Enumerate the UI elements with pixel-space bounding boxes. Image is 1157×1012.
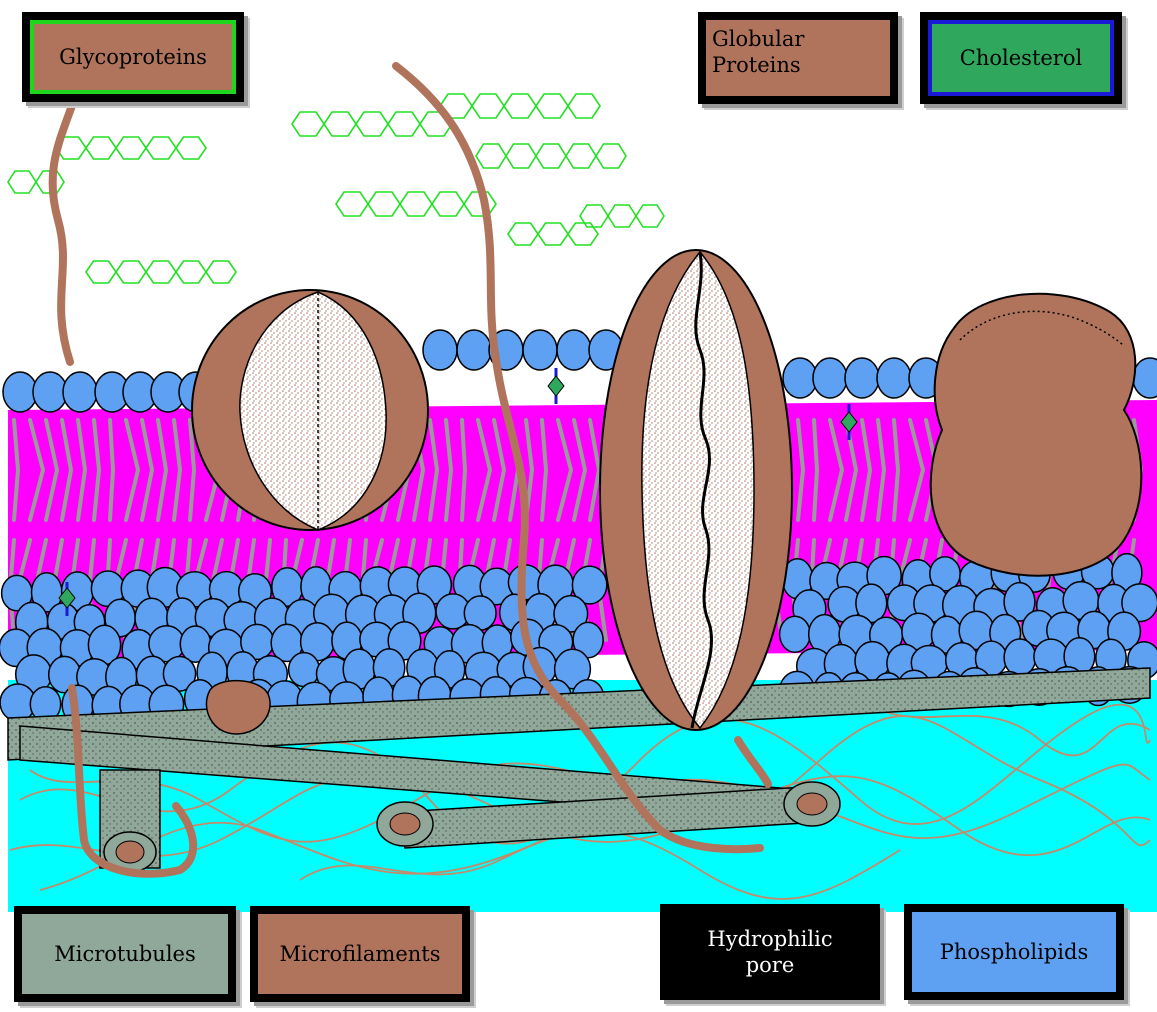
channel-protein-left — [192, 290, 428, 530]
phospholipid-head — [845, 358, 879, 398]
carbohydrate-ring — [292, 112, 324, 136]
cholesterol-button[interactable]: Cholesterol — [920, 12, 1122, 104]
carbohydrate-ring — [400, 192, 432, 216]
cholesterol-marker — [548, 368, 564, 404]
carbohydrate-ring — [116, 261, 146, 283]
phospholipid-head — [783, 358, 817, 398]
cholesterol-label: Cholesterol — [960, 45, 1082, 71]
carbohydrate-ring — [356, 112, 388, 136]
phospholipid-head — [63, 372, 97, 412]
glycoproteins-label: Glycoproteins — [59, 44, 207, 70]
carbohydrate-ring — [86, 137, 116, 159]
microtubules-button[interactable]: Microtubules — [14, 906, 236, 1002]
carbohydrate-ring — [508, 223, 538, 245]
hydrophilic-pore-button[interactable]: Hydrophilic pore — [660, 904, 880, 1000]
hydrophilic-pore-label: Hydrophilic pore — [707, 926, 832, 978]
phospholipid-head — [1133, 358, 1157, 398]
glycoproteins-button[interactable]: Glycoproteins — [22, 12, 244, 102]
channel-protein-pore — [600, 250, 792, 730]
phospholipid-head — [877, 358, 911, 398]
globular-protein-right — [931, 294, 1142, 576]
carbohydrate-ring — [432, 192, 464, 216]
carbohydrate-ring — [536, 94, 568, 118]
carbohydrate-ring — [476, 144, 506, 168]
microtubule-lumen — [116, 841, 144, 863]
phospholipids-button[interactable]: Phospholipids — [904, 904, 1124, 1000]
carbohydrate-ring — [566, 144, 596, 168]
carbohydrate-ring — [324, 112, 356, 136]
phospholipid-head — [457, 330, 491, 370]
globular-proteins-label: Globular Proteins — [712, 26, 804, 78]
carbohydrate-ring — [580, 205, 608, 227]
carbohydrate-ring — [506, 144, 536, 168]
carbohydrate-ring — [472, 94, 504, 118]
carbohydrate-ring — [568, 94, 600, 118]
phospholipid-head — [523, 330, 557, 370]
microfilaments-button[interactable]: Microfilaments — [250, 906, 470, 1002]
microfilaments-label: Microfilaments — [280, 941, 441, 967]
phospholipid-head — [33, 372, 67, 412]
phospholipid-head — [780, 616, 811, 652]
phospholipid-head — [3, 372, 37, 412]
carbohydrate-ring — [538, 223, 568, 245]
carbohydrate-ring — [368, 192, 400, 216]
carbohydrate-ring — [146, 261, 176, 283]
globular-proteins-button[interactable]: Globular Proteins — [698, 12, 898, 104]
microtubule-lumen — [390, 813, 420, 835]
phospholipid-head — [557, 330, 591, 370]
carbohydrate-ring — [504, 94, 536, 118]
phospholipids-label: Phospholipids — [940, 939, 1089, 965]
carbohydrate-ring — [116, 137, 146, 159]
carbohydrate-ring — [596, 144, 626, 168]
carbohydrate-ring — [536, 144, 566, 168]
carbohydrate-ring — [336, 192, 368, 216]
carbohydrate-ring — [388, 112, 420, 136]
carbohydrate-ring — [86, 261, 116, 283]
carbohydrate-ring — [636, 205, 664, 227]
carbohydrate-ring — [8, 171, 36, 193]
microtubules-label: Microtubules — [54, 941, 196, 967]
carbohydrate-ring — [176, 261, 206, 283]
carbohydrate-ring — [206, 261, 236, 283]
carbohydrate-ring — [146, 137, 176, 159]
phospholipid-head — [423, 330, 457, 370]
carbohydrate-ring — [176, 137, 206, 159]
carbohydrate-ring — [608, 205, 636, 227]
phospholipid-head — [813, 358, 847, 398]
microtubule-lumen — [797, 793, 827, 815]
glycoprotein-carbohydrate-chains — [8, 94, 664, 283]
